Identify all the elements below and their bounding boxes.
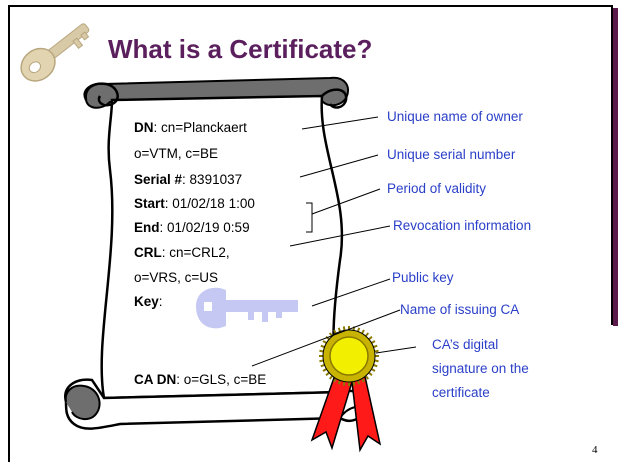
cert-start: Start: 01/02/18 1:00 — [134, 196, 255, 211]
callout-validity: Period of validity — [387, 181, 487, 196]
cert-ca-dn: CA DN: o=GLS, c=BE — [134, 372, 267, 387]
slide-border-top — [8, 5, 613, 7]
callout-revocation: Revocation information — [393, 218, 532, 233]
slide-border-right — [611, 5, 613, 325]
slide-title: What is a Certificate? — [108, 34, 373, 64]
cert-crl-cont: o=VRS, c=US — [134, 270, 219, 285]
cert-key: Key: — [134, 294, 163, 309]
callout-signature-line2: signature on the — [432, 361, 529, 376]
callout-public-key: Public key — [392, 270, 454, 285]
leader-revocation — [289, 225, 391, 247]
callout-signature-line1: CA’s digital — [432, 337, 499, 352]
cert-dn-cont: o=VTM, c=BE — [134, 146, 219, 161]
slide-border-shadow — [613, 8, 618, 326]
leader-owner — [301, 116, 379, 130]
page-number: 4 — [592, 444, 598, 456]
callout-signature-line3: certificate — [432, 385, 490, 400]
callout-serial: Unique serial number — [387, 147, 516, 162]
leader-pubkey — [311, 278, 391, 307]
slide-border-left — [8, 5, 10, 462]
callout-issuer: Name of issuing CA — [400, 302, 520, 317]
callout-owner: Unique name of owner — [387, 109, 523, 124]
leader-issuer — [251, 309, 401, 367]
cert-dn: DN: cn=Planckaert — [134, 120, 247, 135]
cert-end: End: 01/02/19 0:59 — [134, 220, 250, 235]
leader-lines — [251, 116, 417, 367]
leader-validity — [311, 188, 381, 215]
cert-serial: Serial #: 8391037 — [134, 172, 243, 187]
leader-serial — [299, 154, 379, 178]
ribbon-icon — [310, 370, 382, 453]
cert-crl: CRL: cn=CRL2, — [134, 245, 230, 260]
key-logo-icon — [10, 8, 102, 90]
seal-icon — [319, 326, 379, 386]
public-key-icon — [196, 287, 298, 329]
leader-validity-bracket — [306, 202, 313, 233]
leader-signature — [375, 346, 417, 354]
